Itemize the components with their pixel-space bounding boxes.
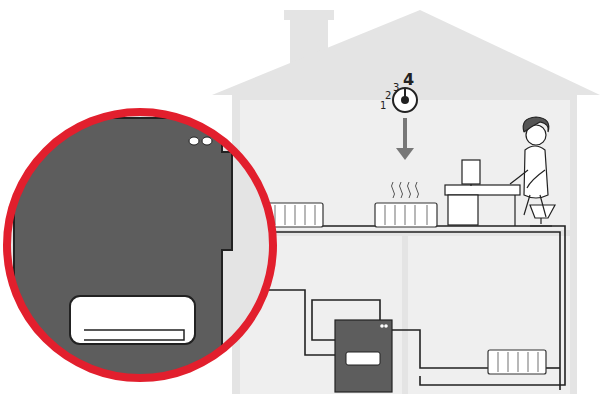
computer-monitor	[462, 160, 480, 184]
arrow-shaft	[403, 118, 407, 150]
zoomed-boiler-body	[14, 118, 232, 394]
radiators	[265, 203, 546, 374]
desk-leg	[514, 195, 515, 226]
house-walls	[232, 92, 577, 394]
roof	[212, 10, 600, 95]
chair-seat	[530, 205, 555, 218]
dial-number: 3	[393, 83, 399, 93]
room-dividers	[240, 100, 570, 394]
dial-pointer	[404, 89, 406, 100]
radiator-return-pipe	[545, 367, 560, 369]
radiator-fins	[385, 205, 427, 225]
boiler-window	[346, 352, 380, 365]
zoomed-light	[202, 137, 212, 145]
radiator-feed-pipe	[392, 330, 488, 368]
house-silhouette	[212, 10, 600, 394]
radiator	[375, 203, 437, 227]
zoomed-window-slot	[84, 330, 184, 340]
heat-waves	[392, 182, 419, 198]
heating-pipes	[240, 226, 565, 390]
zoomed-window	[70, 296, 195, 344]
radiator-body	[488, 350, 546, 374]
person-hair	[523, 117, 549, 132]
monitor-stand	[470, 184, 471, 186]
thermostat-dial	[393, 88, 417, 160]
dial-number: 4	[403, 72, 414, 88]
dial-number: 2	[385, 91, 391, 101]
zoom-callout	[5, 112, 273, 394]
arrow-head	[396, 148, 414, 160]
heat-wave	[408, 182, 411, 198]
boiler	[335, 320, 392, 392]
radiator-body	[375, 203, 437, 227]
desk-drawers	[448, 195, 478, 225]
boiler-light	[384, 324, 388, 328]
dial-number: 1	[380, 101, 386, 111]
heat-wave	[400, 182, 403, 198]
lower-right-room	[408, 236, 570, 394]
desk-top	[445, 185, 520, 195]
chimney-cap	[284, 10, 334, 20]
person-body	[524, 146, 548, 198]
boiler-light	[380, 324, 384, 328]
upper-return-pipe	[240, 232, 560, 390]
person-arms	[510, 170, 545, 188]
radiator-fins	[498, 352, 538, 372]
person-legs	[524, 195, 546, 217]
upper-room	[240, 100, 570, 230]
zoomed-pipe	[5, 112, 18, 144]
radiator-fins	[275, 205, 315, 225]
radiator	[488, 350, 546, 374]
zoom-circle	[7, 112, 273, 378]
right-pipe	[420, 236, 565, 385]
heat-wave	[416, 182, 419, 198]
zoomed-light	[189, 137, 199, 145]
heat-wave	[392, 182, 395, 198]
person-at-desk	[445, 117, 555, 226]
boiler-body	[335, 320, 392, 392]
chair-base	[530, 218, 552, 226]
